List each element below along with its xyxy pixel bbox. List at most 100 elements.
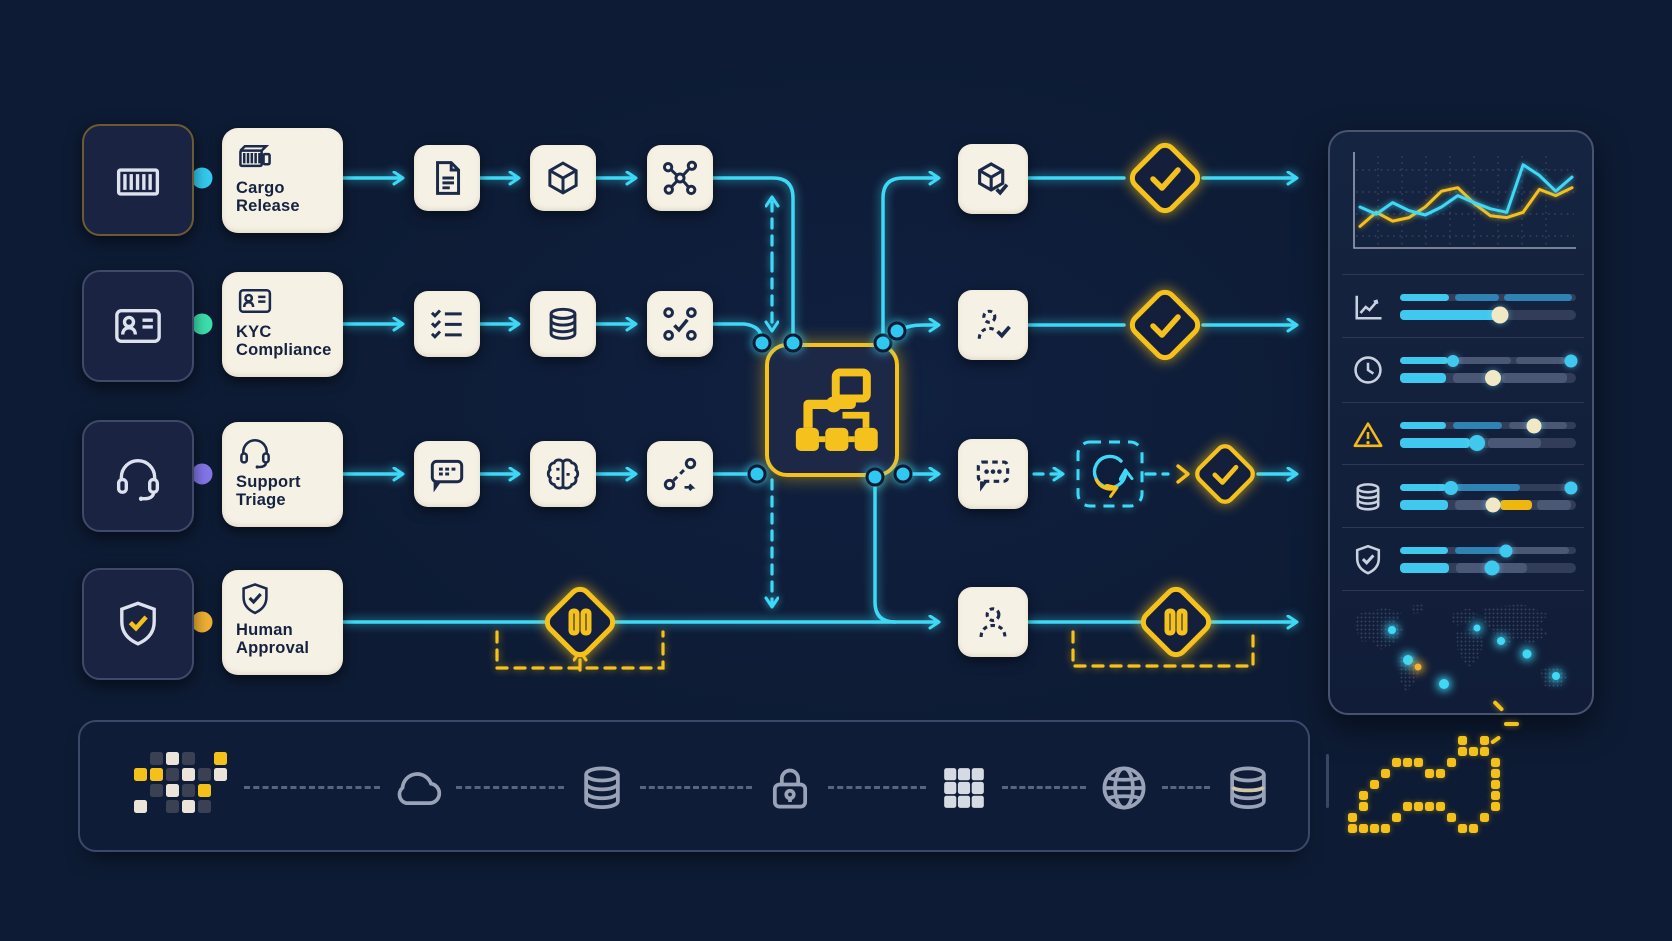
id-card-icon xyxy=(238,288,272,314)
grid-icon xyxy=(944,768,984,808)
metric-row-storage xyxy=(1344,468,1582,526)
stage-tile xyxy=(530,145,596,211)
timeseries-chart xyxy=(1346,146,1580,258)
network-hub-icon xyxy=(662,160,698,196)
check-diamond xyxy=(1129,289,1201,361)
checklist-icon xyxy=(430,309,462,339)
flow-lines xyxy=(341,178,1296,622)
source-tile-approval xyxy=(82,568,194,680)
sync-icon xyxy=(1092,454,1126,490)
check-diamond xyxy=(1129,142,1201,214)
stage-tile xyxy=(414,441,480,507)
panel-divider xyxy=(1342,464,1584,465)
metric-row-latency xyxy=(1344,341,1582,399)
panel-divider xyxy=(1342,337,1584,338)
stage-tile xyxy=(530,291,596,357)
user-icon xyxy=(979,607,1007,638)
source-tile-support xyxy=(82,420,194,532)
package-check-icon xyxy=(978,162,1009,196)
metric-sliders[interactable] xyxy=(1400,541,1582,579)
globe-icon xyxy=(1102,766,1146,810)
output-tile xyxy=(958,587,1028,657)
metric-sliders[interactable] xyxy=(1400,478,1582,516)
metric-sliders[interactable] xyxy=(1400,288,1582,326)
package-icon xyxy=(548,161,578,195)
stage-tile xyxy=(647,291,713,357)
world-map xyxy=(1344,598,1582,706)
database-icon xyxy=(549,307,577,340)
panel-divider xyxy=(1342,402,1584,403)
feedback-dashed-lines xyxy=(772,198,1170,606)
document-icon xyxy=(436,161,461,195)
lane-label: KYC Compliance xyxy=(236,323,332,360)
brain-icon xyxy=(546,458,580,490)
dashed-link xyxy=(244,786,380,789)
panel-divider xyxy=(1342,527,1584,528)
check-diamond xyxy=(1195,444,1255,504)
world-map-continents xyxy=(1354,604,1568,692)
dashed-link xyxy=(456,786,564,789)
pause-diamond xyxy=(544,586,616,658)
user-check-icon xyxy=(977,309,1011,339)
orchestrator-node xyxy=(765,343,899,477)
shield-check-icon xyxy=(120,601,156,646)
container-icon xyxy=(239,144,271,168)
sync-loop-box xyxy=(1076,440,1144,508)
pause-diamond xyxy=(1140,586,1212,658)
approval-brackets xyxy=(495,630,1255,672)
yellow-series-line xyxy=(1358,186,1574,228)
dashed-link xyxy=(1002,786,1086,789)
line-chart-icon xyxy=(1355,295,1382,320)
map-markers xyxy=(1344,598,1582,706)
dashed-link xyxy=(1162,786,1210,789)
metric-sliders[interactable] xyxy=(1400,416,1582,454)
sparkle-icon xyxy=(1504,722,1519,726)
lane-card-cargo: Cargo Release xyxy=(222,128,343,233)
pixel-logo xyxy=(134,752,230,816)
stage-tile xyxy=(530,441,596,507)
pixel-cat xyxy=(1348,736,1502,835)
lane-dots xyxy=(186,162,218,638)
metric-sliders[interactable] xyxy=(1400,351,1582,389)
connection-dots xyxy=(747,321,913,487)
id-card-icon xyxy=(115,309,161,343)
panel-divider xyxy=(1342,274,1584,275)
stage-tile xyxy=(414,291,480,357)
telemetry-panel xyxy=(1328,130,1594,715)
shield-check-icon xyxy=(1355,544,1381,575)
metric-row-alerts xyxy=(1344,406,1582,464)
yellow-chevron xyxy=(1176,464,1190,484)
warning-icon xyxy=(1353,422,1383,448)
dashed-link xyxy=(640,786,752,789)
stage-tile xyxy=(647,145,713,211)
lock-icon xyxy=(772,768,808,809)
lane-card-support: Support Triage xyxy=(222,422,343,527)
panel-divider xyxy=(1342,590,1584,591)
cyan-series-line xyxy=(1358,163,1574,217)
bar-cat-divider xyxy=(1326,754,1329,808)
metric-row-performance xyxy=(1344,278,1582,336)
lane-label: Support Triage xyxy=(236,473,301,510)
infrastructure-bar xyxy=(78,720,1310,852)
cloud-icon xyxy=(397,772,442,806)
stage-tile xyxy=(647,441,713,507)
database-icon xyxy=(1230,766,1266,810)
lane-label: Cargo Release xyxy=(236,179,300,216)
chat-lines-icon xyxy=(430,459,464,493)
output-tile xyxy=(958,439,1028,509)
headset-icon xyxy=(116,459,160,501)
output-tile xyxy=(958,144,1028,214)
container-icon xyxy=(116,168,160,196)
graph-check-icon xyxy=(663,307,697,341)
lane-card-approval: Human Approval xyxy=(222,570,343,675)
source-tile-cargo xyxy=(82,124,194,236)
chat-dots-icon xyxy=(976,460,1010,492)
stage-tile xyxy=(414,145,480,211)
lane-label: Human Approval xyxy=(236,621,310,658)
shield-check-icon xyxy=(242,583,268,615)
database-icon xyxy=(1356,483,1380,511)
flowchart-icon xyxy=(795,368,878,451)
source-tile-kyc xyxy=(82,270,194,382)
route-icon xyxy=(663,457,697,492)
headset-icon xyxy=(240,439,270,469)
